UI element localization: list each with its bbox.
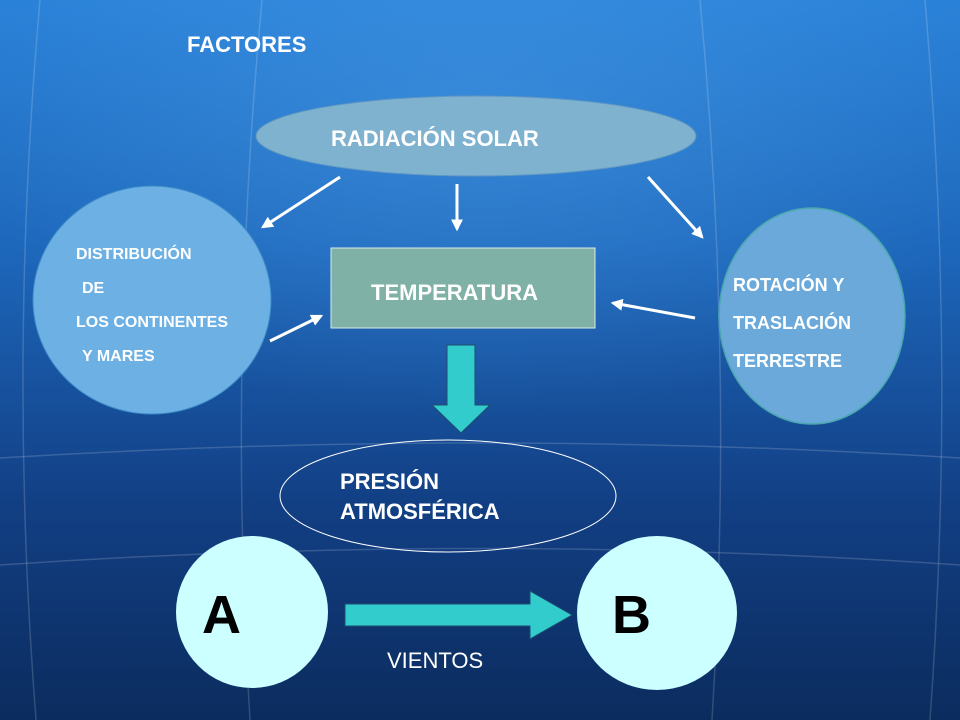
radiacion-label: RADIACIÓN SOLAR [331, 126, 539, 151]
rotacion-circle [718, 207, 906, 425]
node-a-circle [176, 536, 328, 688]
radiacion-ellipse [255, 95, 697, 177]
arrow-distribucion-to-temperatura [269, 314, 324, 343]
presion-line-2: ATMOSFÉRICA [340, 499, 500, 524]
presion-line-1: PRESIÓN [340, 469, 439, 494]
block-arrow-right [344, 590, 574, 640]
globe-meridian-line [924, 0, 943, 720]
vientos-label: VIENTOS [387, 648, 483, 673]
arrow-radiacion-to-distribucion [260, 175, 341, 229]
rotacion-line-1: ROTACIÓN Y [733, 274, 844, 295]
presion-node: PRESIÓN ATMOSFÉRICA [279, 439, 617, 553]
distribucion-line-2: DE [82, 280, 105, 297]
distribucion-line-1: DISTRIBUCIÓN [76, 244, 192, 263]
node-b: B [577, 536, 737, 690]
globe-meridian-line [22, 0, 41, 720]
arrow-radiacion-to-rotacion [646, 175, 704, 239]
node-b-label: B [612, 585, 651, 645]
distribucion-line-3: LOS CONTINENTES [76, 314, 228, 331]
rotacion-line-3: TERRESTRE [733, 351, 842, 371]
distribucion-line-4: Y MARES [82, 348, 155, 365]
radiacion-node: RADIACIÓN SOLAR [255, 95, 697, 177]
arrow-rotacion-to-temperatura [610, 298, 696, 320]
block-arrow-down [430, 344, 492, 434]
rotacion-line-2: TRASLACIÓN [733, 312, 851, 333]
distribucion-node: DISTRIBUCIÓN DE LOS CONTINENTES Y MARES [32, 185, 272, 415]
globe-parallel-line [0, 442, 960, 459]
distribucion-circle [32, 185, 272, 415]
temperatura-box [330, 247, 596, 329]
rotacion-node: ROTACIÓN Y TRASLACIÓN TERRESTRE [718, 207, 906, 425]
globe-parallel-line [0, 547, 960, 566]
connector-arrows [260, 175, 704, 343]
slide-title: FACTORES [187, 32, 306, 57]
temperatura-node: TEMPERATURA [330, 247, 596, 329]
temperatura-label: TEMPERATURA [371, 280, 538, 305]
node-a: A [176, 536, 328, 688]
presion-ellipse [279, 439, 617, 553]
node-a-label: A [202, 585, 241, 645]
node-b-circle [577, 536, 737, 690]
